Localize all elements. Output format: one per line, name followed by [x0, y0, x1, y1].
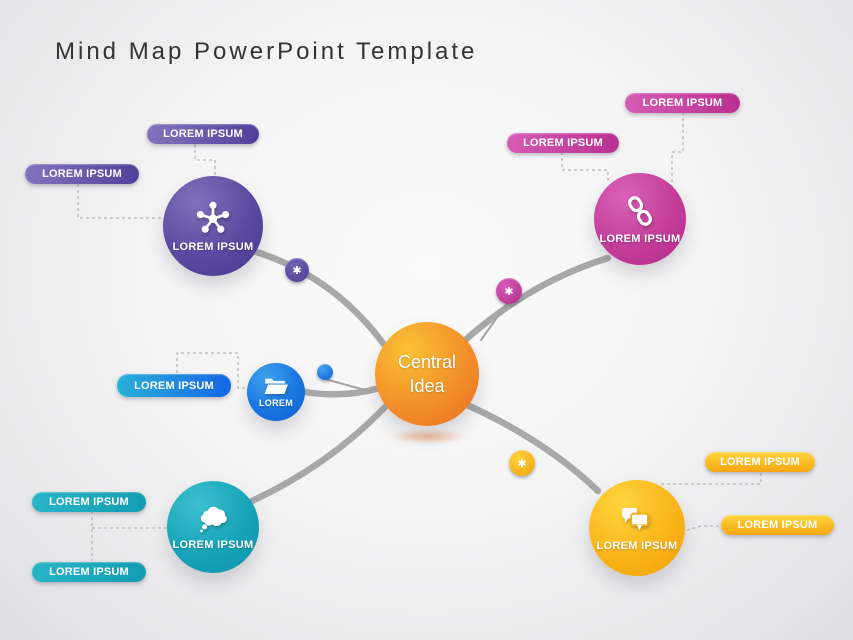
- slide-title: Mind Map PowerPoint Template: [55, 38, 478, 65]
- pill-blue-1[interactable]: LOREM IPSUM: [117, 374, 231, 397]
- pill-pink-2[interactable]: LOREM IPSUM: [507, 133, 619, 153]
- branch-purple: [246, 246, 392, 354]
- dash-purple-pill-2: [77, 184, 164, 219]
- pill-pink-2-label: LOREM IPSUM: [523, 137, 603, 149]
- pill-yellow-1[interactable]: LOREM IPSUM: [705, 452, 815, 472]
- pill-purple-2-label: LOREM IPSUM: [42, 168, 122, 180]
- node-blue-label: LOREM: [259, 398, 293, 408]
- branch-blue: [296, 384, 384, 398]
- thought-cloud-icon: [195, 503, 231, 534]
- pill-yellow-2[interactable]: LOREM IPSUM: [721, 515, 834, 535]
- pill-yellow-2-label: LOREM IPSUM: [737, 519, 818, 531]
- dash-pink-pill-2: [561, 152, 609, 184]
- dash-yellow-pill-2: [686, 525, 719, 531]
- pill-blue-1-label: LOREM IPSUM: [134, 379, 214, 392]
- branch-teal: [248, 400, 392, 505]
- dash-purple-pill-1: [194, 144, 216, 175]
- node-purple-circle[interactable]: LOREM IPSUM: [163, 176, 263, 276]
- node-blue-circle[interactable]: LOREM: [247, 363, 305, 421]
- pill-purple-1-label: LOREM IPSUM: [163, 128, 243, 140]
- asterisk-icon: ✱: [292, 264, 302, 277]
- badge-asterisk-purple[interactable]: ✱: [285, 258, 309, 282]
- central-label-line1: Central: [397, 351, 457, 372]
- pin-pink-badge: [480, 301, 509, 341]
- open-folder-icon: [263, 376, 289, 396]
- pill-purple-1[interactable]: LOREM IPSUM: [147, 124, 259, 144]
- pin-lines: [324, 301, 509, 393]
- pill-pink-1-label: LOREM IPSUM: [642, 97, 723, 109]
- pill-teal-1-label: LOREM IPSUM: [49, 496, 129, 508]
- node-pink-circle[interactable]: LOREM IPSUM: [594, 173, 686, 265]
- branch-pink: [459, 254, 612, 346]
- asterisk-icon: ✱: [504, 285, 514, 298]
- dash-pink-pill-1: [671, 112, 684, 187]
- branch-yellow: [461, 400, 602, 495]
- asterisk-icon: ✱: [517, 457, 527, 470]
- pill-yellow-1-label: LOREM IPSUM: [720, 456, 800, 468]
- node-yellow-circle[interactable]: LOREM IPSUM: [589, 480, 685, 576]
- pill-teal-2-label: LOREM IPSUM: [49, 566, 129, 578]
- node-pink-label: LOREM IPSUM: [599, 232, 681, 245]
- central-reflection: [388, 430, 468, 443]
- branch-curves: [246, 246, 612, 505]
- network-icon: [195, 200, 231, 236]
- connector-dot-blue[interactable]: [317, 364, 333, 380]
- pin-blue-dot: [324, 378, 373, 393]
- dash-yellow-pill-1: [660, 473, 762, 485]
- dash-blue-pill: [176, 352, 247, 389]
- pill-pink-1[interactable]: LOREM IPSUM: [625, 93, 740, 113]
- pill-teal-1[interactable]: LOREM IPSUM: [32, 492, 146, 512]
- central-idea-circle[interactable]: Central Idea: [375, 322, 479, 426]
- central-label-line2: Idea: [409, 376, 445, 396]
- chain-link-icon: [623, 194, 657, 228]
- node-yellow-label: LOREM IPSUM: [596, 540, 678, 552]
- node-teal-circle[interactable]: LOREM IPSUM: [167, 481, 259, 573]
- badge-asterisk-pink[interactable]: ✱: [496, 278, 522, 304]
- node-teal-label: LOREM IPSUM: [172, 539, 254, 551]
- pill-purple-2[interactable]: LOREM IPSUM: [25, 164, 139, 184]
- badge-asterisk-yellow[interactable]: ✱: [509, 450, 535, 476]
- chat-bubbles-icon: [620, 504, 654, 535]
- pill-teal-2[interactable]: LOREM IPSUM: [32, 562, 146, 582]
- dashed-connectors: [77, 112, 762, 561]
- node-purple-label: LOREM IPSUM: [172, 240, 254, 253]
